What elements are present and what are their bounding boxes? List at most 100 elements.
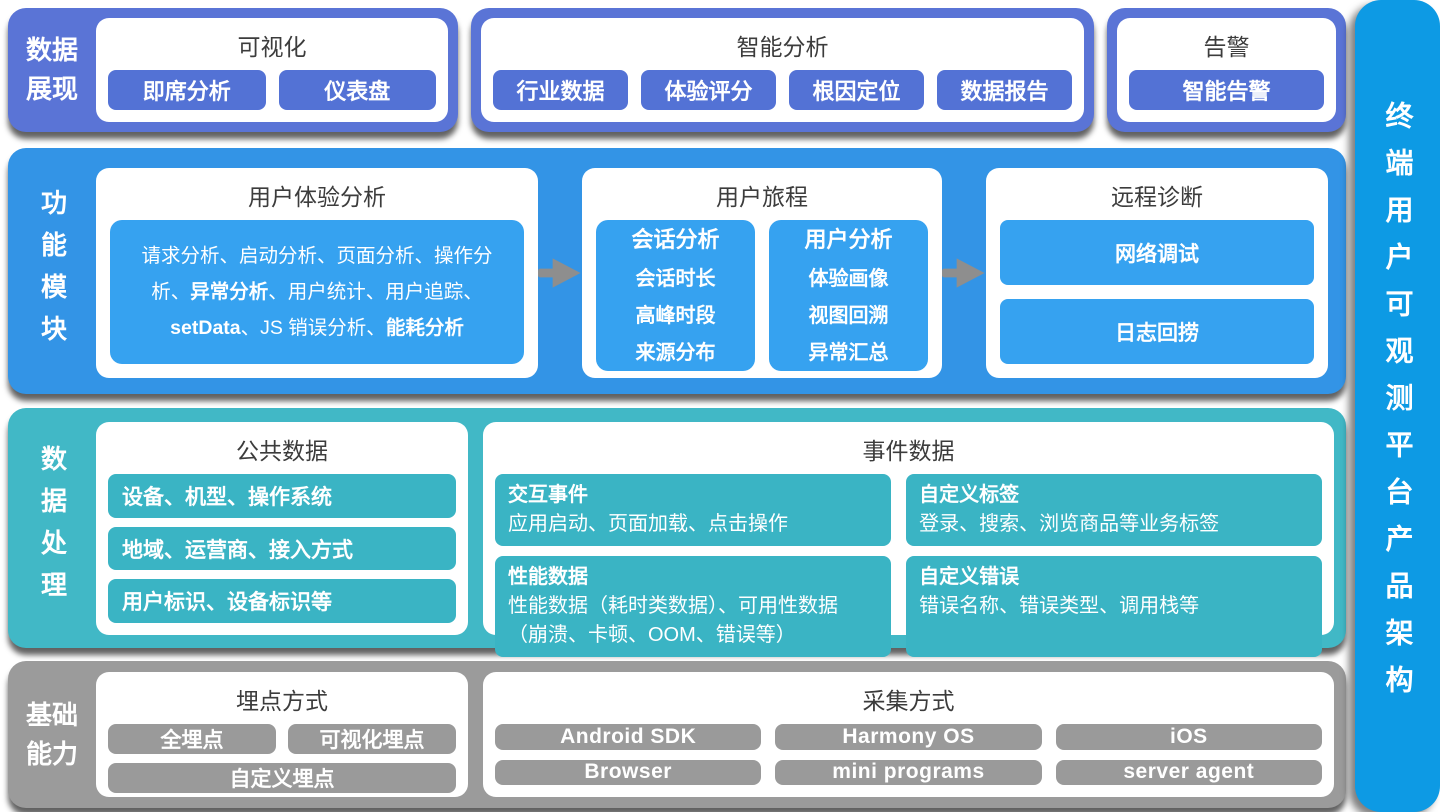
performance-title: 性能数据 bbox=[508, 566, 588, 588]
visualization-buttons: 即席分析 仪表盘 bbox=[108, 70, 436, 110]
layer-function-modules: 功能模块 用户体验分析 请求分析、启动分析、页面分析、操作分析、异常分析、用户统… bbox=[8, 148, 1346, 394]
event-box-interaction: 交互事件 应用启动、页面加载、点击操作 bbox=[495, 474, 892, 546]
chip-harmony-os: Harmony OS bbox=[775, 724, 1042, 750]
custom-error-desc: 错误名称、错误类型、调用栈等 bbox=[919, 595, 1200, 617]
card-collection-methods: 采集方式 Android SDK Harmony OS iOS Browser … bbox=[483, 672, 1334, 797]
analysis-buttons: 行业数据 体验评分 根因定位 数据报告 bbox=[493, 70, 1072, 110]
journey-user-title: 用户分析 bbox=[804, 227, 893, 252]
journey-user-line: 异常汇总 bbox=[808, 341, 889, 364]
chip-full-tracking: 全埋点 bbox=[108, 724, 276, 754]
card-title-remote-diagnosis: 远程诊断 bbox=[1111, 184, 1203, 210]
card-common-data: 公共数据 设备、机型、操作系统 地域、运营商、接入方式 用户标识、设备标识等 bbox=[96, 422, 468, 635]
ux-seg-3: 、用户统计、用户追踪、 bbox=[268, 280, 483, 303]
chip-dashboard: 仪表盘 bbox=[278, 70, 436, 110]
journey-session-line: 会话时长 bbox=[635, 267, 716, 290]
chip-mini-programs: mini programs bbox=[775, 759, 1042, 785]
card-title-collection-methods: 采集方式 bbox=[862, 688, 955, 714]
journey-session-title: 会话分析 bbox=[631, 227, 720, 252]
architecture-diagram: 数据 展现 可视化 即席分析 仪表盘 智能分析 行业数据 体验评分 根因定位 数 bbox=[8, 8, 1346, 808]
journey-box-user: 用户分析 体验画像 视图回溯 异常汇总 bbox=[769, 220, 928, 371]
chip-network-debug: 网络调试 bbox=[1000, 220, 1314, 285]
chip-data-report: 数据报告 bbox=[937, 70, 1072, 110]
common-item-identifier: 用户标识、设备标识等 bbox=[108, 579, 456, 624]
layer-label-line1: 基础 bbox=[25, 699, 78, 730]
event-box-performance: 性能数据 性能数据（耗时类数据）、可用性数据 （崩溃、卡顿、OOM、错误等） bbox=[495, 556, 892, 657]
tracking-buttons: 全埋点 可视化埋点 自定义埋点 bbox=[108, 724, 456, 793]
chip-industry-data: 行业数据 bbox=[493, 70, 628, 110]
card-remote-diagnosis: 远程诊断 网络调试 日志回捞 bbox=[986, 168, 1328, 378]
journey-user-line: 体验画像 bbox=[808, 267, 889, 290]
tracking-row-2: 自定义埋点 bbox=[108, 763, 456, 793]
remote-diagnosis-buttons: 网络调试 日志回捞 bbox=[1000, 220, 1314, 364]
ux-analysis-box: 请求分析、启动分析、页面分析、操作分析、异常分析、用户统计、用户追踪、 setDa… bbox=[110, 220, 524, 364]
card-title-tracking-methods: 埋点方式 bbox=[236, 688, 328, 714]
chip-root-cause: 根因定位 bbox=[789, 70, 924, 110]
layer-label-function-modules: 功能模块 bbox=[8, 168, 96, 378]
band-intelligent-analysis: 智能分析 行业数据 体验评分 根因定位 数据报告 bbox=[471, 8, 1094, 132]
band-alerting: 告警 智能告警 bbox=[1107, 8, 1346, 132]
layer-label-data-presentation: 数据 展现 bbox=[8, 8, 96, 132]
chip-smart-alert: 智能告警 bbox=[1129, 70, 1324, 110]
interaction-desc: 应用启动、页面加载、点击操作 bbox=[508, 513, 788, 535]
layer-label-line2: 展现 bbox=[25, 74, 78, 104]
card-event-data: 事件数据 交互事件 应用启动、页面加载、点击操作 自定义标签 登录、搜索、浏览商… bbox=[483, 422, 1334, 657]
ux-analysis-text: 请求分析、启动分析、页面分析、操作分析、异常分析、用户统计、用户追踪、 setDa… bbox=[130, 238, 504, 346]
card-title-user-journey: 用户旅程 bbox=[716, 184, 808, 210]
card-ux-analysis: 用户体验分析 请求分析、启动分析、页面分析、操作分析、异常分析、用户统计、用户追… bbox=[96, 168, 538, 378]
card-user-journey: 用户旅程 会话分析 会话时长 高峰时段 来源分布 用户分析 体验画像 视图回溯 … bbox=[582, 168, 942, 378]
layer-label-data-processing: 数据处理 bbox=[8, 422, 96, 635]
layer-label-line2: 能力 bbox=[25, 738, 78, 769]
ux-seg-6: 能耗分析 bbox=[385, 317, 464, 340]
common-data-items: 设备、机型、操作系统 地域、运营商、接入方式 用户标识、设备标识等 bbox=[108, 474, 456, 624]
layer-foundation: 基础 能力 埋点方式 全埋点 可视化埋点 自定义埋点 采集方式 bbox=[8, 661, 1346, 808]
band-visualization: 数据 展现 可视化 即席分析 仪表盘 bbox=[8, 8, 458, 132]
layer-data-processing: 数据处理 公共数据 设备、机型、操作系统 地域、运营商、接入方式 用户标识、设备… bbox=[8, 408, 1346, 657]
interaction-title: 交互事件 bbox=[508, 484, 588, 506]
custom-tag-title: 自定义标签 bbox=[919, 484, 1020, 506]
journey-box-session: 会话分析 会话时长 高峰时段 来源分布 bbox=[596, 220, 755, 371]
sidebar-platform-architecture: 终端用户可观测平台产品架构 bbox=[1355, 0, 1440, 812]
card-visualization: 可视化 即席分析 仪表盘 bbox=[96, 18, 448, 122]
ux-seg-5: 、JS 销误分析、 bbox=[240, 317, 386, 340]
ux-seg-2: 异常分析 bbox=[190, 280, 269, 303]
journey-session-line: 来源分布 bbox=[635, 341, 716, 364]
collection-buttons: Android SDK Harmony OS iOS Browser mini … bbox=[495, 724, 1322, 785]
event-data-grid: 交互事件 应用启动、页面加载、点击操作 自定义标签 登录、搜索、浏览商品等业务标… bbox=[495, 474, 1322, 657]
chip-android-sdk: Android SDK bbox=[495, 724, 762, 750]
alert-buttons: 智能告警 bbox=[1129, 70, 1324, 110]
card-alerting: 告警 智能告警 bbox=[1117, 18, 1336, 122]
chip-adhoc-analysis: 即席分析 bbox=[108, 70, 266, 110]
card-title-intelligent-analysis: 智能分析 bbox=[736, 34, 829, 60]
journey-session-line: 高峰时段 bbox=[635, 304, 716, 327]
flow-arrow-2 bbox=[942, 168, 986, 378]
card-title-ux-analysis: 用户体验分析 bbox=[248, 184, 386, 210]
layer-label-line1: 数据 bbox=[25, 35, 78, 65]
chip-server-agent: server agent bbox=[1055, 759, 1322, 785]
flow-arrow-1 bbox=[538, 168, 582, 378]
performance-desc-1: 性能数据（耗时类数据）、可用性数据 bbox=[508, 595, 838, 617]
card-title-alerting: 告警 bbox=[1203, 34, 1250, 60]
custom-tag-desc: 登录、搜索、浏览商品等业务标签 bbox=[919, 513, 1220, 535]
foundation-cards: 埋点方式 全埋点 可视化埋点 自定义埋点 采集方式 Android SDK Ha… bbox=[96, 672, 1334, 797]
sidebar-title: 终端用户可观测平台产品架构 bbox=[1382, 100, 1414, 712]
processing-cards: 公共数据 设备、机型、操作系统 地域、运营商、接入方式 用户标识、设备标识等 事… bbox=[96, 422, 1334, 657]
layer-label-foundation: 基础 能力 bbox=[8, 672, 96, 797]
custom-error-title: 自定义错误 bbox=[919, 566, 1020, 588]
card-title-common-data: 公共数据 bbox=[236, 438, 328, 464]
right-arrow-icon bbox=[538, 258, 581, 288]
event-box-custom-tag: 自定义标签 登录、搜索、浏览商品等业务标签 bbox=[906, 474, 1322, 546]
common-item-device: 设备、机型、操作系统 bbox=[108, 474, 456, 518]
right-arrow-icon bbox=[942, 258, 985, 288]
chip-visual-tracking: 可视化埋点 bbox=[288, 724, 456, 754]
ux-seg-4: setData bbox=[170, 317, 241, 340]
event-box-custom-error: 自定义错误 错误名称、错误类型、调用栈等 bbox=[906, 556, 1322, 657]
card-title-visualization: 可视化 bbox=[237, 34, 307, 60]
layer-label-text: 功能模块 bbox=[37, 189, 68, 357]
layer-data-presentation: 数据 展现 可视化 即席分析 仪表盘 智能分析 行业数据 体验评分 根因定位 数 bbox=[8, 8, 1346, 132]
card-tracking-methods: 埋点方式 全埋点 可视化埋点 自定义埋点 bbox=[96, 672, 468, 797]
ux-seg-1: 请求分析、启动分析、页面分析、操作分析、 bbox=[141, 244, 493, 303]
card-intelligent-analysis: 智能分析 行业数据 体验评分 根因定位 数据报告 bbox=[481, 18, 1084, 122]
layer-label-text: 数据处理 bbox=[37, 444, 68, 613]
card-title-event-data: 事件数据 bbox=[862, 438, 955, 464]
common-item-region: 地域、运营商、接入方式 bbox=[108, 526, 456, 571]
